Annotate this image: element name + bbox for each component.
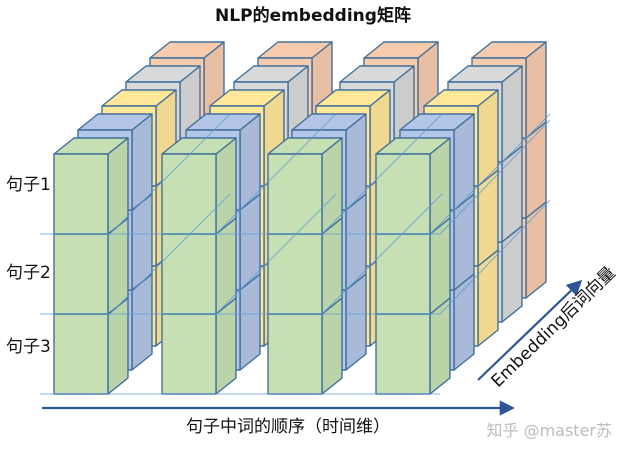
embedding-cell-layer1-col4-row1 (375, 137, 451, 235)
cube-front-face (375, 153, 431, 235)
cube-front-face (161, 313, 217, 395)
row-separator-line (321, 193, 443, 315)
cube-front-face (267, 153, 323, 235)
embedding-cell-layer1-col1-row1 (53, 137, 129, 235)
cube-stack (53, 41, 547, 395)
cube-front-face (375, 233, 431, 315)
cube-front-face (267, 233, 323, 315)
row-label-sentence-2: 句子2 (6, 263, 51, 283)
embedding-cell-layer1-col3-row1 (267, 137, 343, 235)
row-separator-line (109, 113, 231, 235)
cube-front-face (267, 313, 323, 395)
embedding-cell-layer1-col2-row1 (161, 137, 237, 235)
row-separator-line (109, 193, 231, 315)
row-label-sentence-3: 句子3 (6, 337, 51, 357)
row-separator-line (429, 113, 551, 235)
watermark: 知乎 @master苏 (486, 421, 612, 440)
time-axis-label: 句子中词的顺序（时间维） (186, 417, 390, 437)
row-separator-line (439, 199, 551, 315)
cube-front-face (53, 233, 109, 315)
row-label-sentence-1: 句子1 (6, 175, 51, 195)
cube-front-face (53, 313, 109, 395)
figure-title: NLP的embedding矩阵 (215, 5, 411, 26)
row-separator-line (215, 113, 337, 235)
cube-front-face (53, 153, 109, 235)
row-separator-line (321, 113, 443, 235)
row-separator-line (215, 193, 337, 315)
embedding-axis-arrow (477, 279, 583, 381)
cube-front-face (161, 153, 217, 235)
cube-front-face (375, 313, 431, 395)
row-separator-line (439, 119, 551, 235)
cube-front-face (161, 233, 217, 315)
row-separator-lines (40, 113, 551, 395)
